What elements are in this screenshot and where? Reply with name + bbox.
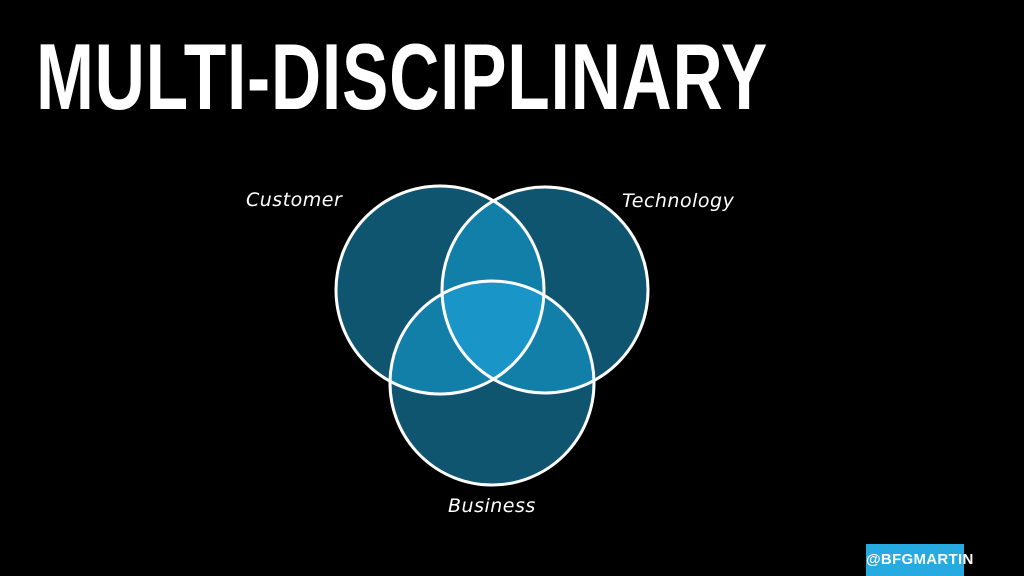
venn-outline-business <box>388 279 596 487</box>
venn-outline-customer <box>334 184 546 396</box>
venn-label-technology: Technology <box>622 190 735 212</box>
venn-label-business: Business <box>448 495 536 517</box>
venn-label-customer: Customer <box>246 189 343 211</box>
venn-outline-technology <box>440 185 650 395</box>
slide-title: MULTI-DISCIPLINARY <box>36 24 769 129</box>
author-handle-badge: @BFGMARTIN <box>866 544 973 576</box>
